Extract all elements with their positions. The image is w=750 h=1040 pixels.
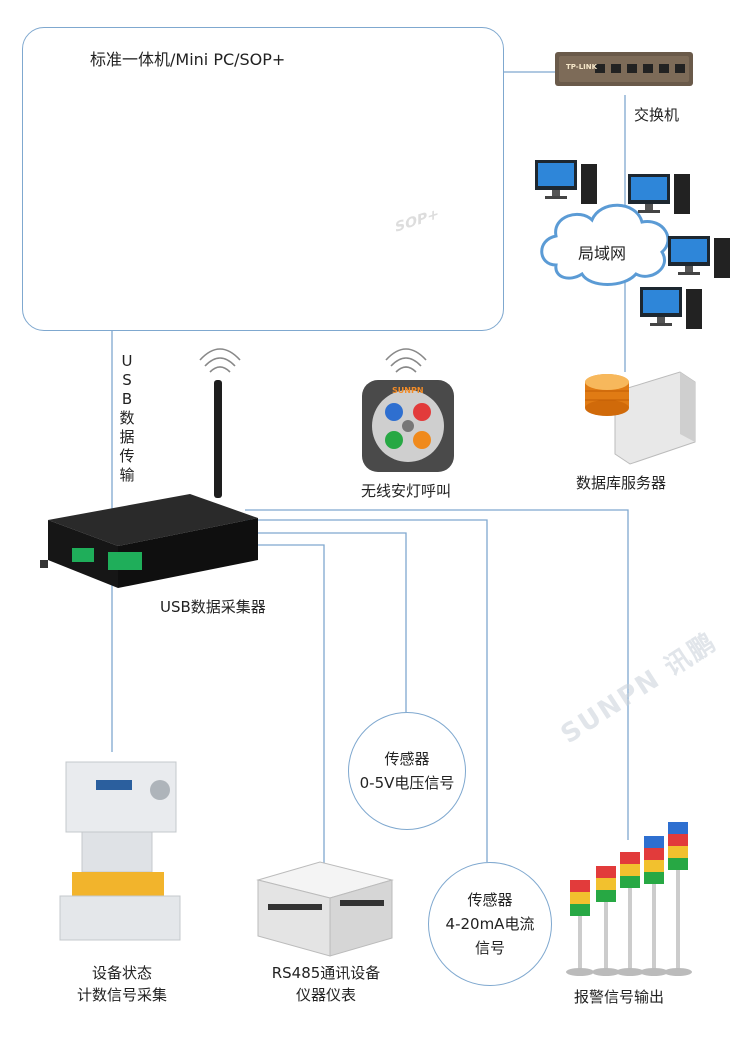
- usb-collector-illustration: [40, 380, 258, 588]
- lan-cloud: [540, 203, 670, 286]
- wifi-waves: [199, 348, 427, 373]
- andon-label: 无线安灯呼叫: [361, 482, 452, 500]
- sensor-current-line2: 4-20mA电流: [445, 915, 535, 933]
- sensor-voltage-line2: 0-5V电压信号: [359, 774, 455, 792]
- sensor-current-line3: 信号: [474, 939, 505, 957]
- sensor-voltage-line1: 传感器: [384, 750, 430, 768]
- andon-brand: SUNPN: [392, 386, 424, 395]
- lan-pcs: [535, 160, 730, 329]
- link-collector-current: [245, 519, 488, 862]
- database-server-illustration: [585, 371, 696, 465]
- collector-label: USB数据采集器: [160, 598, 266, 616]
- switch-device: [555, 52, 693, 86]
- link-collector-voltage: [245, 532, 407, 712]
- device-status-label: 设备状态 计数信号采集: [76, 964, 167, 1004]
- andon-lamp-illustration: [362, 380, 454, 472]
- rs485-label: RS485通讯设备 仪器仪表: [271, 964, 381, 1004]
- sensor-voltage-node: 传感器 0-5V电压信号: [348, 712, 466, 830]
- alarm-label: 报警信号输出: [574, 988, 665, 1006]
- plc-device-illustration: [256, 861, 394, 957]
- sensor-current-line1: 传感器: [467, 891, 513, 909]
- link-collector-rs485: [245, 544, 325, 868]
- tower-lights-illustration: [566, 822, 692, 976]
- terminal-group-box: [22, 27, 504, 331]
- switch-label: 交换机: [634, 106, 680, 124]
- link-collector-alarm: [245, 509, 629, 840]
- sensor-current-node: 传感器 4-20mA电流 信号: [428, 862, 552, 986]
- terminal-group-title: 标准一体机/Mini PC/SOP+: [90, 50, 286, 69]
- press-machine-illustration: [59, 761, 181, 941]
- db-server-label: 数据库服务器: [576, 474, 667, 492]
- switch-brand: TP-LINK: [566, 63, 598, 71]
- lan-label: 局域网: [578, 244, 627, 263]
